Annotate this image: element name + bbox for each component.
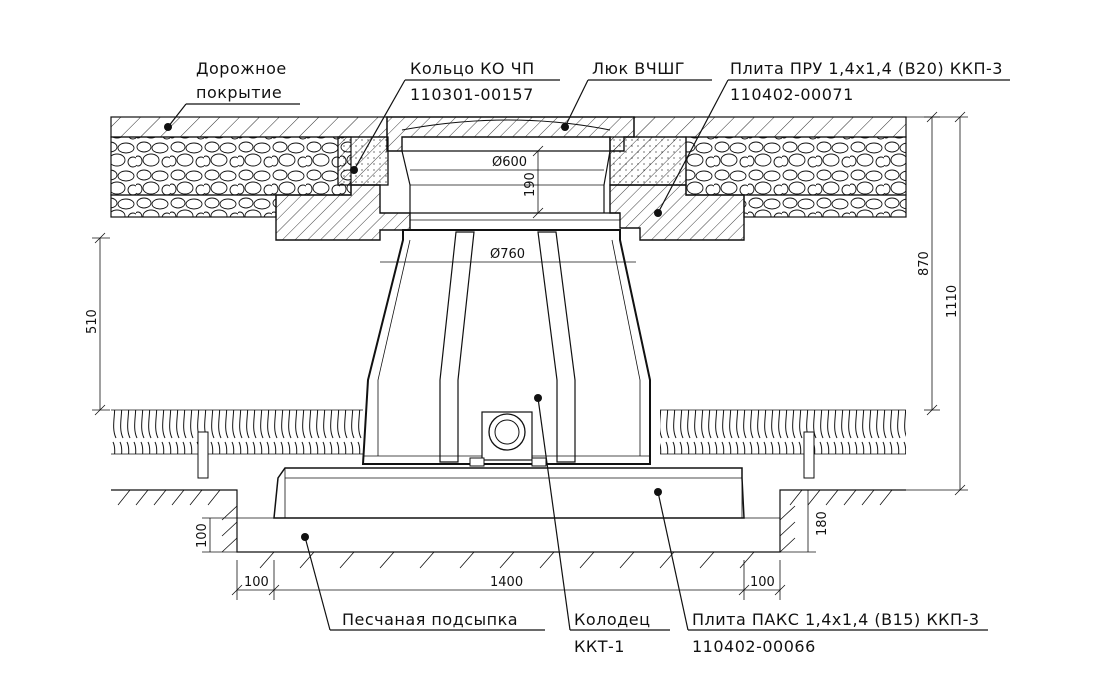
neck-height-text: 190	[523, 172, 538, 197]
base-slab	[273, 467, 745, 519]
main-width-text: 1400	[490, 575, 523, 590]
pit-contour	[111, 489, 906, 569]
pipe-right	[660, 409, 906, 479]
leader-lines	[164, 79, 1010, 631]
right-inner-height-text: 870	[917, 251, 932, 276]
gravel-layer-right	[685, 136, 907, 196]
left-height-text: 510	[85, 309, 100, 334]
margin-right-width-text: 100	[750, 575, 775, 590]
ring-code-label: 110301-00157	[410, 85, 534, 104]
labels: Дорожное покрытие Кольцо КО ЧП 110301-00…	[196, 59, 1003, 656]
top-slab-code-label: 110402-00071	[730, 85, 854, 104]
well-name-label: Колодец	[574, 610, 650, 629]
road-surface-label-2: покрытие	[196, 83, 282, 102]
base-slab-code-label: 110402-00066	[692, 637, 816, 656]
road-surface-label-1: Дорожное	[196, 59, 287, 78]
dimension-lines	[92, 111, 968, 600]
asphalt-layer-right	[633, 116, 907, 138]
well-body	[361, 229, 651, 467]
body-diameter-text: Ø760	[490, 247, 525, 262]
manhole-hatch	[386, 116, 635, 152]
sand-right-height-text: 180	[815, 511, 830, 536]
gravel-layer-left	[110, 136, 352, 196]
asphalt-layer-left	[110, 116, 388, 138]
gravel-layer-left-lower	[110, 194, 277, 218]
margin-left-width-text: 100	[244, 575, 269, 590]
sand-bed-label: Песчаная подсыпка	[342, 610, 518, 629]
sand-left-height-text: 100	[195, 523, 210, 548]
neck-diameter-text: Ø600	[492, 155, 527, 170]
hatch-name-label: Люк ВЧШГ	[592, 59, 685, 78]
top-slab-name-label: Плита ПРУ 1,4х1,4 (В20) ККП-3	[730, 59, 1003, 78]
well-neck	[401, 150, 620, 221]
ring-name-label: Кольцо КО ЧП	[410, 59, 535, 78]
base-slab-name-label: Плита ПАКС 1,4х1,4 (В15) ККП-3	[692, 610, 980, 629]
well-code-label: ККТ-1	[574, 637, 625, 656]
gravel-layer-right-lower	[743, 194, 907, 218]
right-outer-height-text: 1110	[945, 285, 960, 318]
pipe-left	[111, 409, 363, 479]
dimension-texts: Ø600 190 Ø760 510 870 1110 100 180 100 1…	[85, 155, 960, 590]
